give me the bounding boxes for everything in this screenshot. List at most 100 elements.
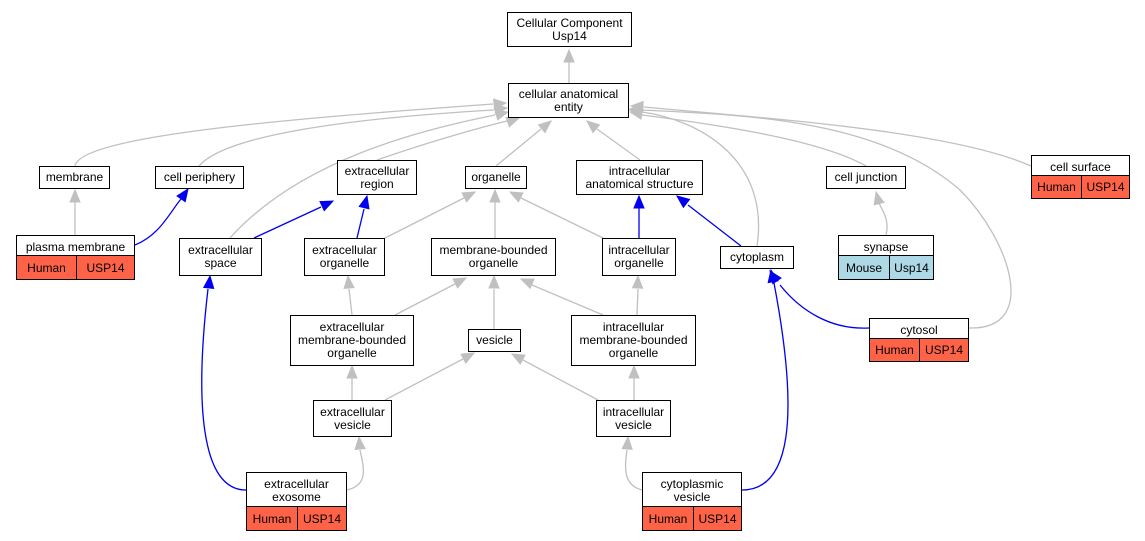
edge-cytoplasm-ias xyxy=(675,195,742,247)
arrowhead xyxy=(767,268,779,284)
arrowhead xyxy=(519,278,535,290)
gene-cell: USP14 xyxy=(76,256,134,279)
edge-extracellularspace-extracellularregion xyxy=(253,200,335,239)
arrowhead xyxy=(537,120,552,134)
node-label: synapse xyxy=(863,239,909,254)
edge-cellsurface-cae xyxy=(629,100,1032,167)
arrowhead xyxy=(69,188,81,203)
node-intracellular-vesicle[interactable]: intracellular vesicle xyxy=(596,400,671,437)
arrowhead xyxy=(631,274,644,289)
arrowhead xyxy=(508,191,524,203)
arrowhead xyxy=(563,48,575,63)
edge-extracellularspace-cae xyxy=(229,109,510,239)
arrowhead xyxy=(675,195,691,209)
node-vesicle[interactable]: vesicle xyxy=(468,329,521,352)
node-membrane[interactable]: membrane xyxy=(39,166,110,189)
node-intracellular-membrane-bounded-organelle[interactable]: intracellular membrane-bounded organelle xyxy=(571,315,696,366)
arrowhead xyxy=(354,435,366,450)
arrowhead xyxy=(488,274,500,289)
edge-synapse-celljunction xyxy=(873,190,888,236)
node-label: plasma membrane xyxy=(25,239,126,254)
arrowhead xyxy=(346,364,358,379)
species-cell: Human xyxy=(247,507,297,530)
edge-celljunction-cae xyxy=(628,108,867,167)
arrowhead xyxy=(628,103,643,116)
node-cytosol[interactable]: cytosol Human USP14 xyxy=(869,318,969,362)
node-extracellular-organelle[interactable]: extracellular organelle xyxy=(304,238,385,276)
edge-extracellularorganelle-extracellularregion xyxy=(356,194,370,239)
gene-cell: Usp14 xyxy=(889,256,933,279)
arrowhead xyxy=(621,435,633,450)
node-plasma-membrane[interactable]: plasma membrane Human USP14 xyxy=(16,235,135,280)
edge-intracellularvesicle-vesicle xyxy=(510,353,599,401)
edge-extracellularmbo-mbo xyxy=(394,277,468,316)
gene-cell: USP14 xyxy=(1081,176,1129,198)
node-label: cytoplasmic vesicle xyxy=(660,477,724,504)
edge-extracellularvesicle-vesicle xyxy=(384,352,476,401)
node-extracellular-vesicle[interactable]: extracellular vesicle xyxy=(313,400,392,437)
node-extracellular-exosome[interactable]: extracellular exosome Human USP14 xyxy=(246,472,347,531)
species-cell: Human xyxy=(1032,176,1081,198)
node-cell-surface[interactable]: cell surface Human USP14 xyxy=(1031,155,1130,199)
node-synapse[interactable]: synapse Mouse Usp14 xyxy=(838,235,934,280)
edge-intracellularorganelle-organelle xyxy=(508,191,604,239)
arrowhead xyxy=(586,120,601,134)
edge-membrane-cae xyxy=(74,98,508,167)
edge-intracellularmbo-mbo xyxy=(519,278,604,316)
arrowhead xyxy=(461,191,477,203)
node-cellular-component-root[interactable]: Cellular Component Usp14 xyxy=(507,12,632,47)
edge-extracellularmbo-extracellularorganelle xyxy=(343,274,355,316)
arrowhead xyxy=(873,190,885,206)
arrowhead xyxy=(343,274,355,289)
node-organelle[interactable]: organelle xyxy=(465,166,527,189)
edge-cytoplasmicvesicle-cytoplasm xyxy=(741,268,789,491)
node-cell-periphery[interactable]: cell periphery xyxy=(155,166,244,189)
node-membrane-bounded-organelle[interactable]: membrane-bounded organelle xyxy=(431,238,556,276)
edge-intracellularorganelle-ias xyxy=(633,194,645,238)
gene-cell: USP14 xyxy=(919,339,968,361)
edge-ias-cae xyxy=(586,120,641,161)
species-cell: Human xyxy=(870,339,919,361)
gene-cell: USP14 xyxy=(693,507,741,530)
node-extracellular-region[interactable]: extracellular region xyxy=(337,160,417,195)
edge-extracellularexosome-extracellularspace xyxy=(201,274,247,491)
arrowhead xyxy=(494,109,510,121)
edge-vesicle-mbo xyxy=(488,274,500,329)
node-cellular-anatomical-entity[interactable]: cellular anatomical entity xyxy=(508,83,629,118)
edge-extracellularorganelle-organelle xyxy=(384,191,477,239)
arrowhead xyxy=(460,352,476,364)
node-intracellular-organelle[interactable]: intracellular organelle xyxy=(602,238,676,276)
edge-extracellularregion-cae xyxy=(376,116,521,161)
edge-cellperiphery-cae xyxy=(198,103,509,167)
edge-extracellularvesicle-extracellularmbo xyxy=(346,364,358,400)
node-extracellular-membrane-bounded-organelle[interactable]: extracellular membrane-bounded organelle xyxy=(290,315,414,366)
arrowhead xyxy=(633,194,645,209)
arrowhead xyxy=(452,277,468,289)
arrowhead xyxy=(510,353,526,365)
edge-organelle-cae xyxy=(495,120,552,167)
edge-intracellularvesicle-intracellularmbo xyxy=(628,364,640,400)
node-cytoplasmic-vesicle[interactable]: cytoplasmic vesicle Human USP14 xyxy=(642,472,742,531)
edge-cae-root xyxy=(563,48,575,83)
species-cell: Mouse xyxy=(839,256,889,279)
node-intracellular-anatomical-structure[interactable]: intracellular anatomical structure xyxy=(576,160,703,195)
arrowhead xyxy=(319,200,335,212)
node-cell-junction[interactable]: cell junction xyxy=(826,166,906,189)
edge-cytoplasmicvesicle-intracellularvesicle xyxy=(621,435,643,491)
arrowhead xyxy=(358,194,370,210)
species-cell: Human xyxy=(643,507,693,530)
node-extracellular-space[interactable]: extracellular space xyxy=(179,238,262,276)
edge-intracellularmbo-intracellularorganelle xyxy=(631,274,644,316)
arrowhead xyxy=(505,116,521,128)
edge-mbo-organelle xyxy=(489,188,501,238)
arrowhead xyxy=(489,188,501,203)
edge-plasmamembrane-membrane xyxy=(69,188,81,235)
gene-cell: USP14 xyxy=(297,507,346,530)
edge-plasmamembrane-cellperiphery xyxy=(134,187,189,246)
arrowhead xyxy=(202,274,215,290)
arrowhead xyxy=(176,187,189,203)
node-label: extracellular exosome xyxy=(264,477,329,504)
node-cytoplasm[interactable]: cytoplasm xyxy=(720,246,794,269)
